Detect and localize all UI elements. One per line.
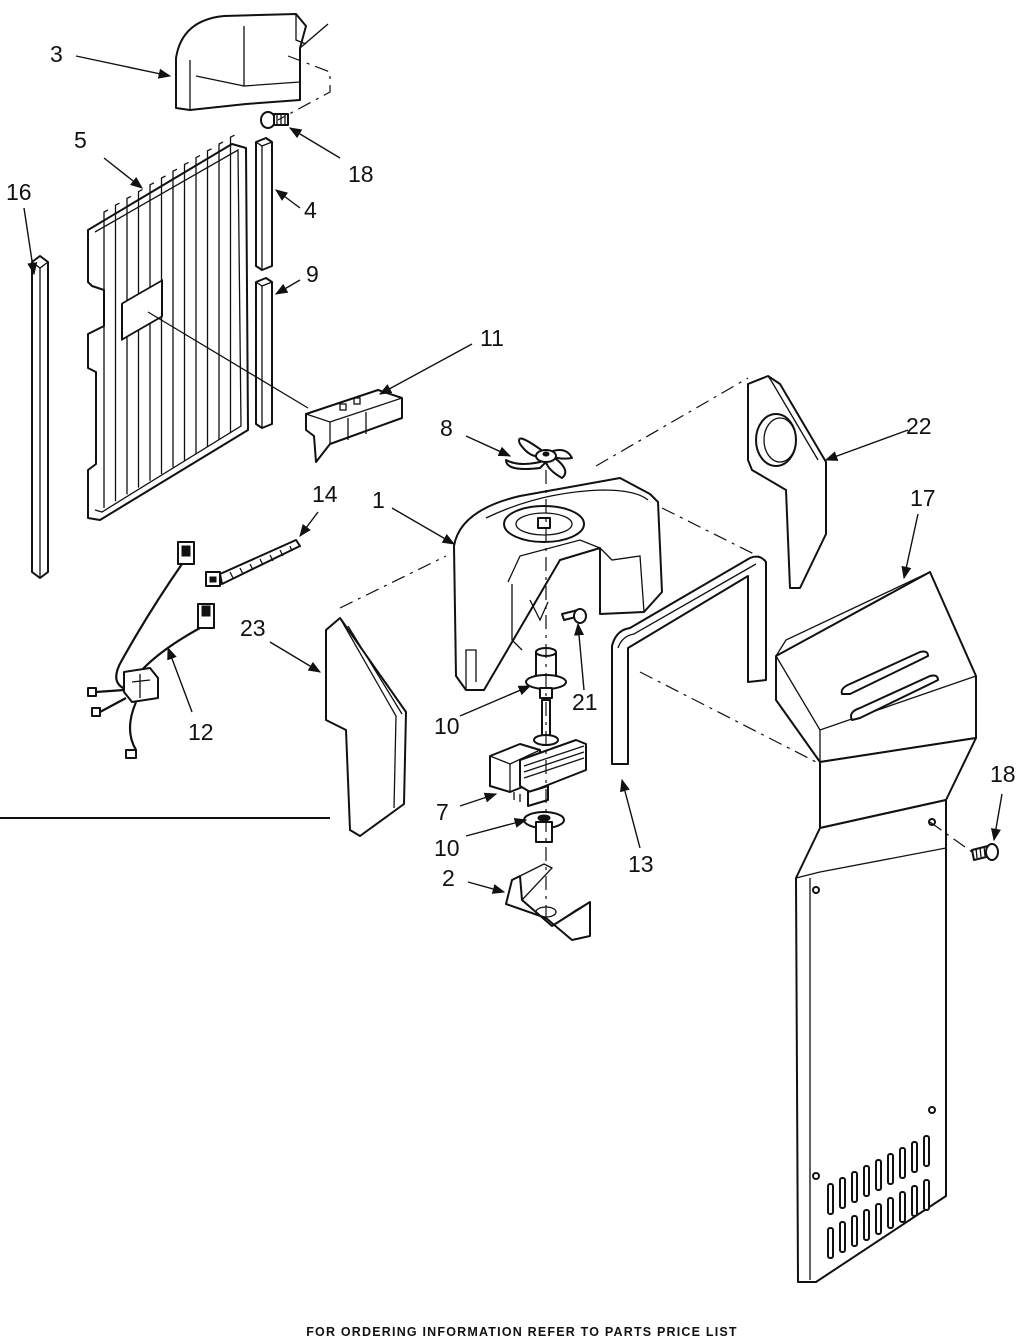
- callout-10-lower: 10: [434, 835, 460, 861]
- part-5-evaporator-grille: [88, 135, 248, 520]
- callout-7: 7: [436, 799, 449, 825]
- part-23-side-duct: [326, 618, 406, 836]
- callout-22: 22: [906, 413, 932, 439]
- callout-1: 1: [372, 487, 385, 513]
- callout-16: 16: [6, 179, 32, 205]
- part-4-seal-strip: [256, 138, 272, 270]
- callout-5: 5: [74, 127, 87, 153]
- callout-23: 23: [240, 615, 266, 641]
- part-3-duct-cover: [176, 14, 328, 110]
- vent-slot: [888, 1198, 893, 1228]
- callout-11: 11: [480, 325, 504, 351]
- vent-slot: [912, 1186, 917, 1216]
- callout-17: 17: [910, 485, 936, 511]
- vent-slot: [876, 1204, 881, 1234]
- part-9-seal-strip: [256, 278, 272, 428]
- vent-slot: [924, 1180, 929, 1210]
- part-1-fan-housing: [454, 478, 662, 690]
- callout-18-top: 18: [348, 161, 374, 187]
- vent-slot: [912, 1142, 917, 1172]
- callout-21: 21: [572, 689, 598, 715]
- part-18-screw-right: [972, 844, 998, 860]
- part-16-seal-strip: [32, 256, 48, 578]
- callout-4: 4: [304, 197, 317, 223]
- callout-10-upper: 10: [434, 713, 460, 739]
- part-8-fan-blade: [506, 439, 572, 478]
- part-17-rear-panel: [776, 572, 976, 1282]
- vent-slot: [876, 1160, 881, 1190]
- part-14-cable-tie: [206, 540, 300, 586]
- vent-slot: [864, 1210, 869, 1240]
- part-2-motor-bracket: [506, 864, 590, 940]
- vent-slot: [840, 1178, 845, 1208]
- part-10-grommet-lower: [524, 812, 564, 842]
- vent-slot: [864, 1166, 869, 1196]
- part-11-bracket: [306, 390, 402, 462]
- part-18-screw-top: [261, 112, 288, 128]
- footer-note: FOR ORDERING INFORMATION REFER TO PARTS …: [306, 1325, 738, 1339]
- vent-slot: [852, 1172, 857, 1202]
- vent-slot: [888, 1154, 893, 1184]
- vent-slot: [828, 1228, 833, 1258]
- part-21-screw: [562, 609, 586, 623]
- callout-14: 14: [312, 481, 338, 507]
- part-7-motor: [490, 700, 586, 806]
- vent-slot: [840, 1222, 845, 1252]
- vent-slot: [900, 1192, 905, 1222]
- callout-13: 13: [628, 851, 654, 877]
- vent-slot: [828, 1184, 833, 1214]
- callout-2: 2: [442, 865, 455, 891]
- vent-slot: [900, 1148, 905, 1178]
- callout-8: 8: [440, 415, 453, 441]
- callout-18-right: 18: [990, 761, 1016, 787]
- callout-3: 3: [50, 41, 63, 67]
- callout-9: 9: [306, 261, 319, 287]
- vent-slot: [852, 1216, 857, 1246]
- vent-slot: [924, 1136, 929, 1166]
- callout-12: 12: [188, 719, 214, 745]
